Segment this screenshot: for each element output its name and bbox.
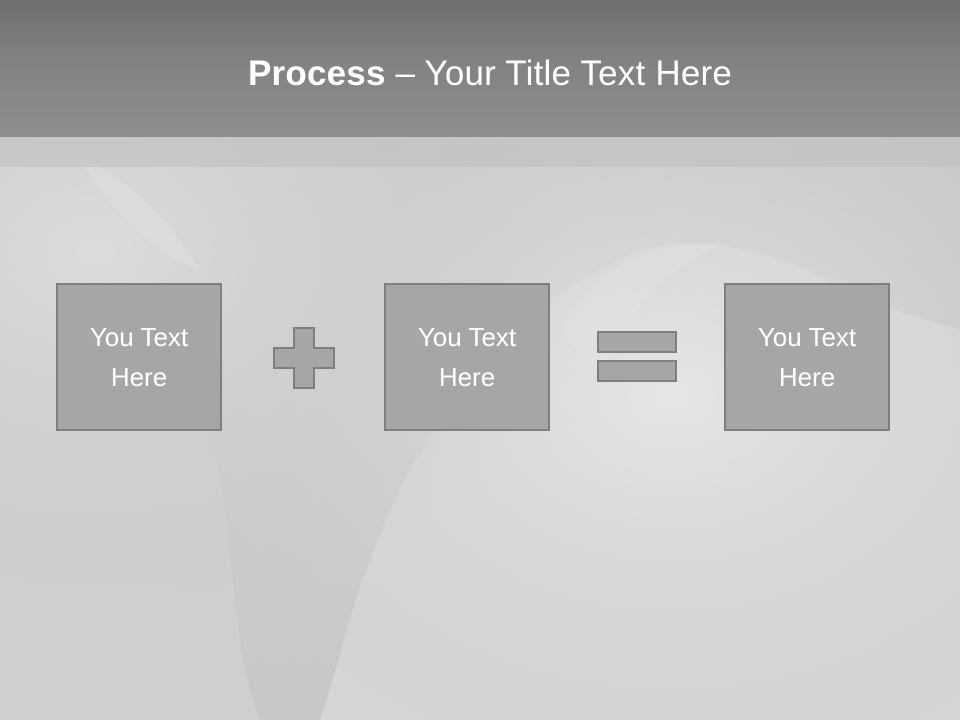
process-box-3-text: You Text Here bbox=[757, 322, 857, 392]
title-strip bbox=[0, 137, 960, 167]
title-bar bbox=[0, 0, 960, 137]
equals-icon bbox=[597, 331, 677, 382]
process-box-1: You Text Here bbox=[56, 283, 222, 431]
slide-title: Process – Your Title Text Here bbox=[0, 48, 960, 100]
title-separator: – bbox=[385, 54, 425, 93]
title-rest: Your Title Text Here bbox=[424, 54, 732, 93]
plus-icon bbox=[273, 327, 335, 389]
process-box-3: You Text Here bbox=[724, 283, 890, 431]
process-box-2: You Text Here bbox=[384, 283, 550, 431]
process-box-2-text: You Text Here bbox=[417, 322, 517, 392]
title-bold: Process bbox=[248, 54, 386, 93]
process-box-1-text: You Text Here bbox=[89, 322, 189, 392]
